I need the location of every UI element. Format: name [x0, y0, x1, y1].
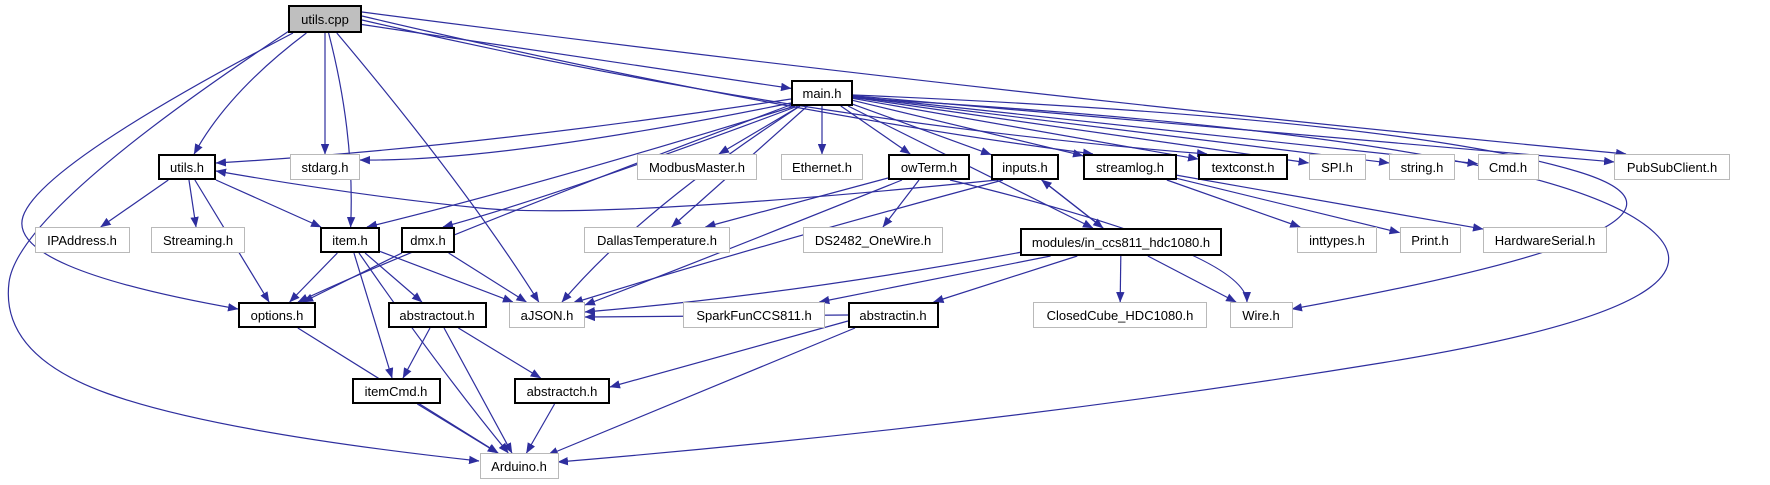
graph-node-wire_h: Wire.h — [1229, 302, 1293, 328]
include-edge-streamlog_h-to-print_h — [1176, 177, 1401, 235]
include-edge-main_h-to-streamlog_h — [852, 99, 1084, 158]
graph-node-pubsubclient_h: PubSubClient.h — [1614, 154, 1730, 180]
graph-node-options_h[interactable]: options.h — [238, 302, 316, 328]
include-edge-abstractout_h-to-arduino_h — [443, 327, 513, 454]
graph-node-string_h: string.h — [1389, 154, 1455, 180]
include-edge-main_h-to-modules_in_ccs811_hdc1080_h — [847, 105, 1094, 229]
graph-node-itemcmd_h[interactable]: itemCmd.h — [351, 378, 441, 404]
graph-node-owterm_h[interactable]: owTerm.h — [888, 154, 970, 180]
graph-node-hardwareserial_h: HardwareSerial.h — [1483, 227, 1607, 253]
include-edge-abstractin_h-to-arduino_h — [547, 327, 856, 456]
graph-node-inputs_h[interactable]: inputs.h — [991, 154, 1059, 180]
graph-node-spi_h: SPI.h — [1308, 154, 1366, 180]
include-edge-main_h-to-wire_h — [852, 94, 1628, 312]
include-edge-abstractch_h-to-arduino_h — [525, 403, 556, 454]
graph-node-item_h[interactable]: item.h — [320, 227, 380, 253]
include-edge-abstractout_h-to-itemcmd_h — [402, 327, 431, 379]
graph-node-main_h[interactable]: main.h — [791, 80, 853, 106]
include-edge-modules_in_ccs811_hdc1080_h-to-inputs_h — [1041, 179, 1104, 229]
graph-node-streamlog_h[interactable]: streamlog.h — [1083, 154, 1177, 180]
graph-node-ipaddress_h: IPAddress.h — [34, 227, 130, 253]
include-edge-utils_cpp-to-pubsubclient_h — [361, 11, 1627, 158]
include-edge-main_h-to-owterm_h — [840, 105, 911, 155]
include-edge-utils_cpp-to-item_h — [328, 32, 356, 228]
graph-node-modbusmaster_h: ModbusMaster.h — [637, 154, 757, 180]
include-edge-utils_cpp-to-ajson_h — [336, 32, 540, 303]
include-edge-utils_h-to-ipaddress_h — [100, 179, 169, 228]
include-edge-streamlog_h-to-inttypes_h — [1166, 179, 1301, 228]
graph-node-modules_in_ccs811_hdc1080_h[interactable]: modules/in_ccs811_hdc1080.h — [1020, 228, 1222, 256]
include-edge-utils_cpp-to-streamlog_h — [361, 15, 1094, 157]
graph-node-ethernet_h: Ethernet.h — [781, 154, 863, 180]
graph-node-stdarg_h: stdarg.h — [290, 154, 360, 180]
graph-node-abstractch_h[interactable]: abstractch.h — [514, 378, 610, 404]
graph-node-utils_h[interactable]: utils.h — [158, 154, 216, 180]
include-edge-streamlog_h-to-hardwareserial_h — [1176, 174, 1484, 232]
include-edge-item_h-to-abstractout_h — [364, 252, 423, 303]
include-edge-inputs_h-to-utils_h — [215, 168, 998, 212]
graph-node-print_h: Print.h — [1399, 227, 1461, 253]
graph-node-closedcube_hdc1080_h: ClosedCube_HDC1080.h — [1033, 302, 1207, 328]
graph-node-ds2482_onewire_h: DS2482_OneWire.h — [803, 227, 943, 253]
include-edge-modules_in_ccs811_hdc1080_h-to-wire_h — [1147, 255, 1237, 303]
graph-node-sparkfunccs811_h: SparkFunCCS811.h — [683, 302, 825, 328]
include-edge-dmx_h-to-options_h — [302, 252, 403, 303]
include-edge-modules_in_ccs811_hdc1080_h-to-ajson_h — [584, 251, 1023, 316]
include-edge-utils_cpp-to-options_h — [21, 32, 294, 312]
include-edge-inputs_h-to-ajson_h — [572, 179, 1004, 305]
graph-node-dallastemperature_h: DallasTemperature.h — [584, 227, 730, 253]
include-edge-main_h-to-ajson_h — [561, 105, 801, 303]
graph-node-textconst_h[interactable]: textconst.h — [1198, 154, 1288, 180]
graph-node-abstractin_h[interactable]: abstractin.h — [847, 302, 939, 328]
include-edge-main_h-to-string_h — [852, 96, 1390, 166]
include-edge-main_h-to-arduino_h — [557, 97, 1670, 466]
include-edge-owterm_h-to-ds2482_onewire_h — [882, 179, 920, 228]
include-edge-main_h-to-options_h — [297, 103, 794, 303]
include-edge-main_h-to-inputs_h — [852, 103, 992, 156]
graph-node-inttypes_h: inttypes.h — [1297, 227, 1377, 253]
include-edge-modules_in_ccs811_hdc1080_h-to-closedcube_hdc1080_h — [1116, 255, 1125, 303]
graph-node-streaming_h: Streaming.h — [151, 227, 245, 253]
include-edge-utils_h-to-item_h — [215, 179, 322, 228]
include-edge-utils_cpp-to-main_h — [361, 23, 792, 92]
include-edge-owterm_h-to-ajson_h — [584, 179, 903, 306]
include-edge-main_h-to-spi_h — [852, 96, 1310, 166]
include-edge-abstractout_h-to-abstractch_h — [458, 327, 542, 379]
include-edge-item_h-to-options_h — [289, 252, 338, 303]
include-edge-modules_in_ccs811_hdc1080_h-to-sparkfunccs811_h — [818, 255, 1051, 305]
include-edge-item_h-to-ajson_h — [379, 250, 514, 303]
include-edge-main_h-to-modbusmaster_h — [718, 105, 801, 155]
graph-node-abstractout_h[interactable]: abstractout.h — [387, 302, 487, 328]
include-edge-abstractin_h-to-abstractch_h — [609, 320, 849, 389]
include-edge-modules_in_ccs811_hdc1080_h-to-abstractin_h — [933, 255, 1078, 303]
graph-node-utils_cpp: utils.cpp — [288, 5, 362, 33]
include-edge-main_h-to-textconst_h — [852, 97, 1199, 162]
graph-node-ajson_h: aJSON.h — [509, 302, 585, 328]
graph-node-arduino_h: Arduino.h — [479, 453, 559, 479]
include-edge-main_h-to-stdarg_h — [359, 102, 792, 165]
include-edge-main_h-to-utils_h — [215, 98, 792, 167]
include-edge-main_h-to-item_h — [366, 105, 796, 229]
include-edge-utils_h-to-streaming_h — [188, 179, 199, 228]
include-edge-dmx_h-to-ajson_h — [448, 252, 527, 303]
include-edge-item_h-to-arduino_h — [358, 252, 509, 454]
include-edge-owterm_h-to-dallastemperature_h — [704, 177, 889, 229]
include-edge-utils_cpp-to-arduino_h — [7, 30, 480, 465]
include-edge-main_h-to-cmd_h — [852, 95, 1479, 167]
graph-node-dmx_h[interactable]: dmx.h — [401, 227, 455, 253]
include-edge-utils_cpp-to-utils_h — [193, 32, 307, 155]
graph-node-cmd_h: Cmd.h — [1477, 154, 1539, 180]
